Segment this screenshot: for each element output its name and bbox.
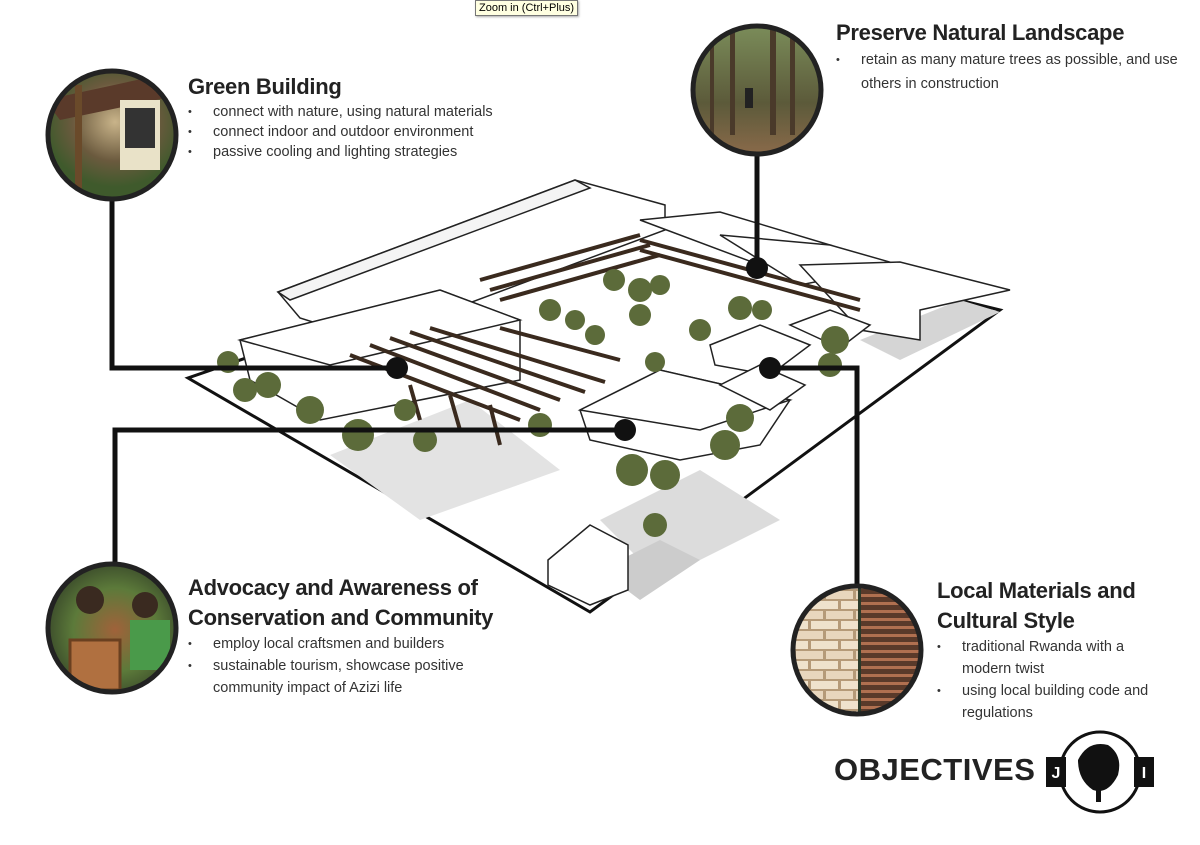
green-building-section: Green Building connect with nature, usin… [188,72,493,162]
bullet: connect with nature, using natural mater… [188,102,493,122]
bullet: passive cooling and lighting strategies [188,142,493,162]
bullet: using local building code and regulation… [937,680,1177,724]
section-title: Preserve Natural Landscape [836,20,1125,45]
photo-forest [690,23,824,157]
bullet: retain as many mature trees as possible,… [836,48,1186,96]
section-title: Green Building [188,74,342,99]
section-title: Conservation and Community [188,605,494,630]
svg-text:I: I [1142,765,1146,782]
svg-text:J: J [1052,765,1061,782]
advocacy-section: Advocacy and Awareness of Conservation a… [188,573,528,699]
section-title: Cultural Style [937,608,1075,633]
pergola [349,233,861,446]
connector-lines [109,153,860,587]
bullet: employ local craftsmen and builders [188,633,528,655]
local-materials-section: Local Materials and Cultural Style tradi… [937,576,1177,724]
photo-materials [790,583,924,717]
bullet: sustainable tourism, showcase positive c… [188,655,528,699]
photo-community [45,561,179,695]
journeyman-logo: J I [1046,730,1154,814]
bullet: connect indoor and outdoor environment [188,122,493,142]
zoom-in-tooltip: Zoom in (Ctrl+Plus) [475,0,579,16]
section-title: Local Materials and [937,578,1136,603]
bullet: traditional Rwanda with a modern twist [937,636,1177,680]
trees [217,269,849,537]
photo-green-building [45,68,179,202]
objectives-heading: OBJECTIVES [834,752,1036,787]
preserve-landscape-section: Preserve Natural Landscape retain as man… [836,18,1186,96]
section-title: Advocacy and Awareness of [188,575,478,600]
connector-dots [386,257,781,441]
